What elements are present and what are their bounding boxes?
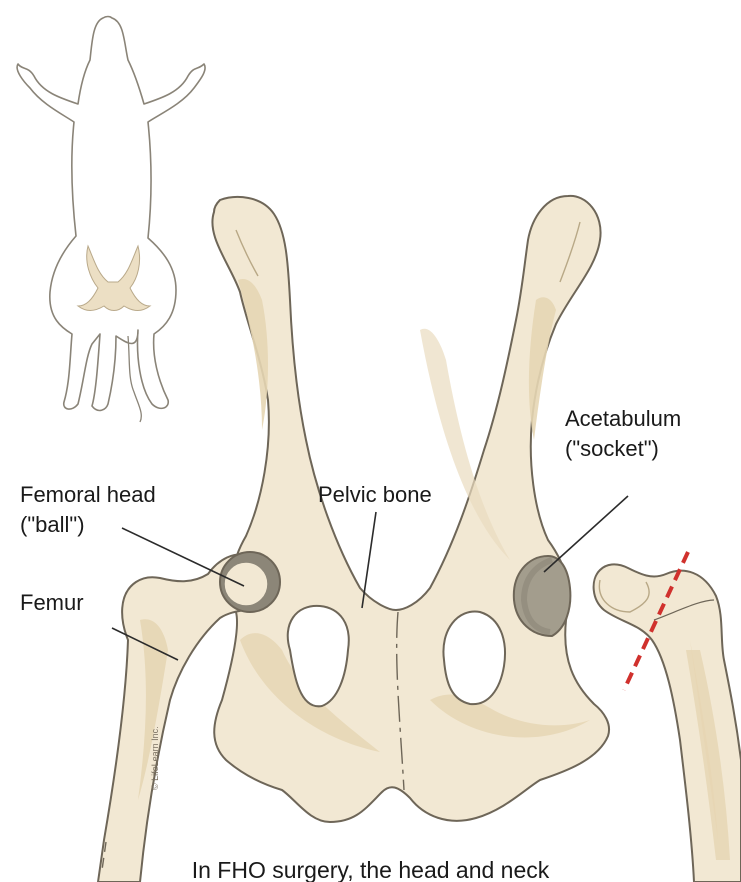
leader-pelvic-bone xyxy=(362,512,376,608)
caption: In FHO surgery, the head and neck xyxy=(0,857,741,882)
leader-acetabulum xyxy=(544,496,628,572)
label-acetabulum-line1: Acetabulum xyxy=(565,404,681,434)
copyright-credit: © LifeLearn Inc. xyxy=(150,726,160,790)
label-femoral-head-line1: Femoral head xyxy=(20,480,156,510)
label-femoral-head: Femoral head ("ball") xyxy=(20,480,156,540)
label-femur: Femur xyxy=(20,588,84,618)
label-pelvic-bone: Pelvic bone xyxy=(318,480,432,510)
label-acetabulum-line2: ("socket") xyxy=(565,434,681,464)
label-femoral-head-line2: ("ball") xyxy=(20,510,156,540)
right-femur-drawing xyxy=(594,552,741,882)
dog-silhouette-icon xyxy=(17,17,205,423)
label-acetabulum: Acetabulum ("socket") xyxy=(565,404,681,464)
dog-pelvis-highlight xyxy=(78,246,150,311)
